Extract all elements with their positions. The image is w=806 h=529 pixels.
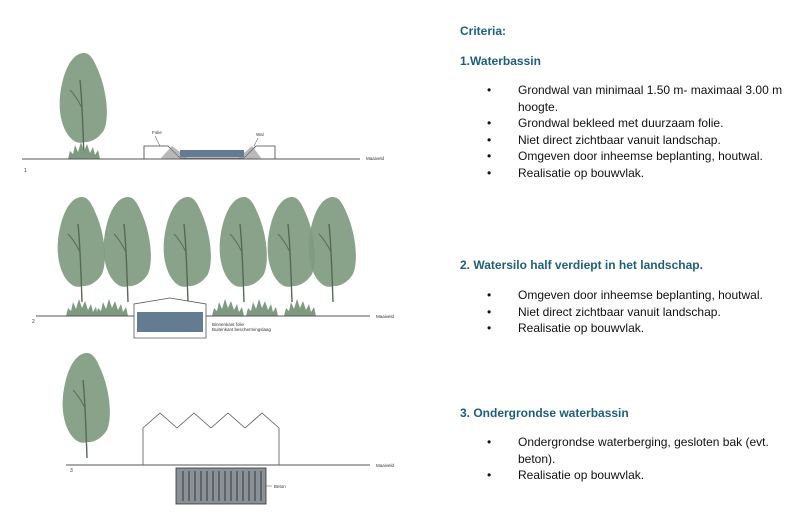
illustration-number: 3	[70, 468, 73, 474]
building-outline	[142, 412, 280, 465]
illustration-1: Folie Wal Maaiveld 1	[22, 52, 385, 174]
list-item: Omgeven door inheemse beplanting, houtwa…	[487, 148, 802, 165]
illustration-2: Binnenkant folie Buitenkant beschermings…	[32, 196, 395, 339]
water-basin	[180, 150, 244, 157]
tree	[58, 52, 108, 159]
shrub	[96, 299, 128, 316]
label-folie: Folie	[152, 130, 162, 135]
silo-water	[137, 312, 203, 332]
ground-label: Maaiveld	[376, 463, 395, 468]
illustrations-panel: Folie Wal Maaiveld 1 Binnenkant folie Bu…	[22, 52, 395, 505]
shrub	[246, 299, 278, 316]
tree	[102, 196, 152, 303]
section-1-list: Grondwal van minimaal 1.50 m- maximaal 3…	[487, 82, 802, 182]
illustration-3: Beton Maaiveld 3	[61, 352, 395, 505]
tree	[56, 196, 106, 303]
ground-label: Maaiveld	[366, 156, 385, 161]
tree	[61, 352, 111, 459]
ground-label: Maaiveld	[376, 314, 395, 319]
section-3-list: Ondergrondse waterberging, gesloten bak …	[487, 434, 802, 484]
list-item: Niet direct zichtbaar vanuit landschap.	[487, 132, 802, 149]
shrub	[212, 299, 244, 316]
label-beton: Beton	[274, 484, 286, 489]
list-item: Niet direct zichtbaar vanuit landschap.	[487, 304, 802, 321]
section-heading-3: 3. Ondergrondse waterbassin	[460, 406, 629, 420]
label-buitenkant: Buitenkant beschermingslaag	[212, 327, 272, 332]
section-heading-2: 2. Watersilo half verdiept in het landsc…	[460, 258, 703, 272]
list-item: Realisatie op bouwvlak.	[487, 165, 802, 182]
criteria-title: Criteria:	[460, 24, 507, 38]
tree	[307, 196, 357, 303]
earth-wall-outline	[143, 145, 276, 159]
label-binnenkant: Binnenkant folie	[212, 322, 245, 327]
list-item: Grondwal van minimaal 1.50 m- maximaal 3…	[487, 82, 802, 115]
list-item: Grondwal bekleed met duurzaam folie.	[487, 115, 802, 132]
list-item: Omgeven door inheemse beplanting, houtwa…	[487, 287, 802, 304]
illustration-number: 1	[24, 168, 27, 174]
tree	[266, 196, 316, 303]
list-item: Ondergrondse waterberging, gesloten bak …	[487, 434, 802, 467]
list-item: Realisatie op bouwvlak.	[487, 467, 802, 484]
criteria-panel: Criteria: 1.Waterbassin Grondwal van min…	[460, 0, 806, 529]
shrub	[284, 299, 316, 316]
illustration-number: 2	[32, 319, 35, 325]
tree	[218, 196, 268, 303]
tree	[162, 196, 212, 303]
list-item: Realisatie op bouwvlak.	[487, 320, 802, 337]
concrete-basin	[175, 467, 267, 505]
label-wal: Wal	[256, 132, 264, 137]
section-2-list: Omgeven door inheemse beplanting, houtwa…	[487, 287, 802, 337]
section-heading-1: 1.Waterbassin	[460, 54, 541, 68]
